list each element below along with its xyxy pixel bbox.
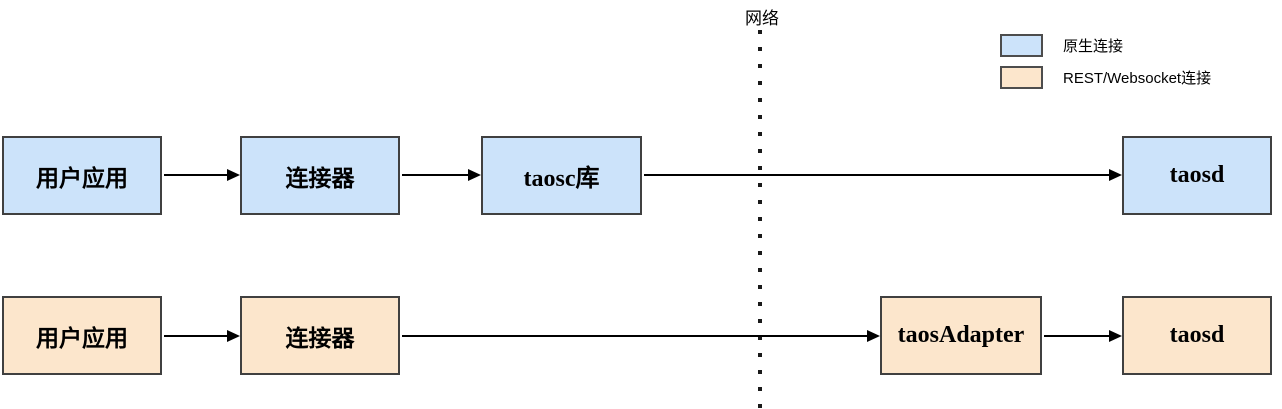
node-rest-user-app: 用户应用 [2,296,162,375]
arrow-line [402,174,468,176]
legend-item-native: 原生连接 [1000,34,1211,57]
arrow-rest-taosadapter-to-taosd [1044,330,1122,342]
node-native-taosc: taosc库 [481,136,642,215]
node-rest-taosadapter: taosAdapter [880,296,1042,375]
node-native-connector: 连接器 [240,136,400,215]
arrow-head [227,169,240,181]
arrow-rest-user-app-to-connector [164,330,240,342]
node-rest-connector: 连接器 [240,296,400,375]
network-divider-label: 网络 [745,9,779,28]
node-rest-taosd: taosd [1122,296,1272,375]
arrow-rest-connector-to-taosadapter [402,330,880,342]
arrow-line [644,174,1109,176]
arrow-native-user-app-to-connector [164,169,240,181]
arrow-head [1109,330,1122,342]
arrow-line [164,335,227,337]
arrow-line [164,174,227,176]
arrow-line [1044,335,1109,337]
legend-label-native: 原生连接 [1063,38,1124,55]
legend-swatch-native [1000,34,1043,57]
arrow-head [867,330,880,342]
node-native-user-app: 用户应用 [2,136,162,215]
arrow-native-taosc-to-taosd [644,169,1122,181]
arrow-head [1109,169,1122,181]
network-divider-line [758,30,762,409]
arrow-native-connector-to-taosc [402,169,481,181]
arrow-line [402,335,867,337]
arrow-head [227,330,240,342]
legend: 原生连接 REST/Websocket连接 [1000,34,1211,98]
node-native-taosd: taosd [1122,136,1272,215]
legend-item-rest: REST/Websocket连接 [1000,66,1211,89]
legend-label-rest: REST/Websocket连接 [1063,70,1212,87]
legend-swatch-rest [1000,66,1043,89]
arrow-head [468,169,481,181]
